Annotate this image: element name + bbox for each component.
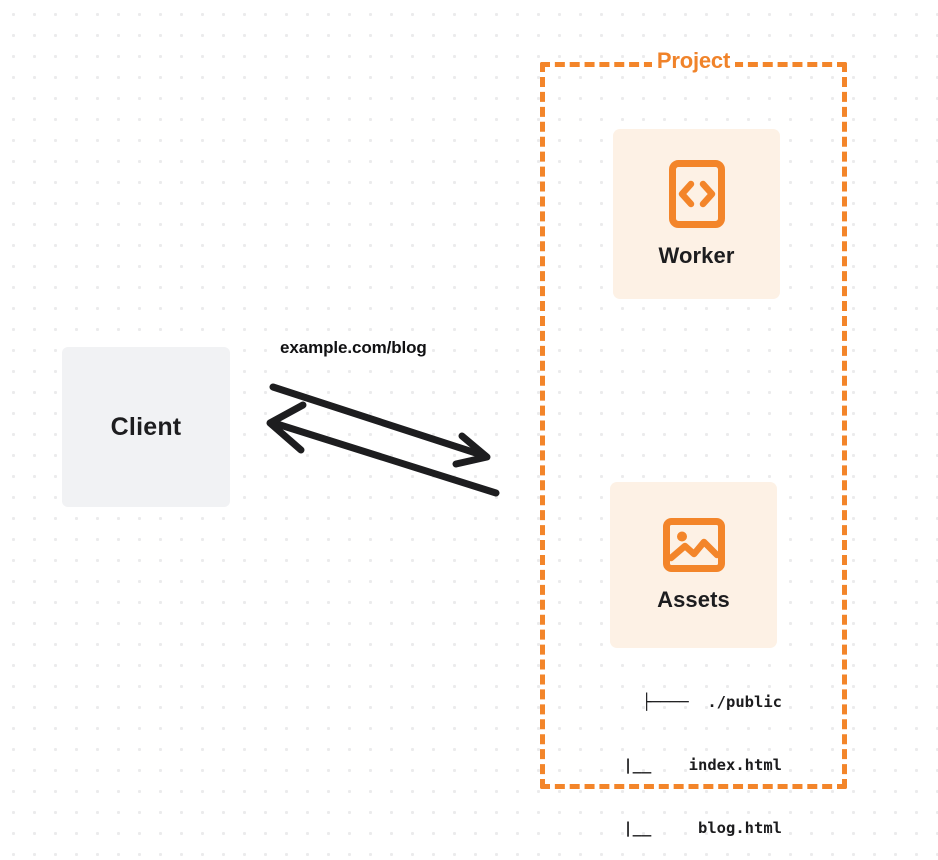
- file-tree-line: ├──── ./public: [642, 693, 782, 711]
- request-arrow: [269, 383, 491, 468]
- code-brackets-icon: [668, 160, 725, 228]
- assets-file-tree: ├──── ./public |__ index.html |__ blog.h…: [560, 650, 782, 860]
- edge-label-url: example.com/blog: [280, 338, 427, 357]
- file-tree-line: |__ index.html: [595, 756, 782, 774]
- image-icon: [662, 518, 725, 572]
- project-title: Project: [651, 48, 736, 73]
- worker-card: Worker: [613, 129, 780, 299]
- assets-card: Assets: [610, 482, 777, 648]
- response-arrow: [266, 401, 500, 497]
- client-label: Client: [110, 412, 182, 441]
- worker-label: Worker: [658, 243, 735, 268]
- file-tree-line: |__ blog.html: [595, 819, 782, 837]
- client-node: Client: [62, 347, 230, 507]
- project-title-wrapper: Project: [540, 48, 847, 74]
- assets-label: Assets: [657, 587, 730, 612]
